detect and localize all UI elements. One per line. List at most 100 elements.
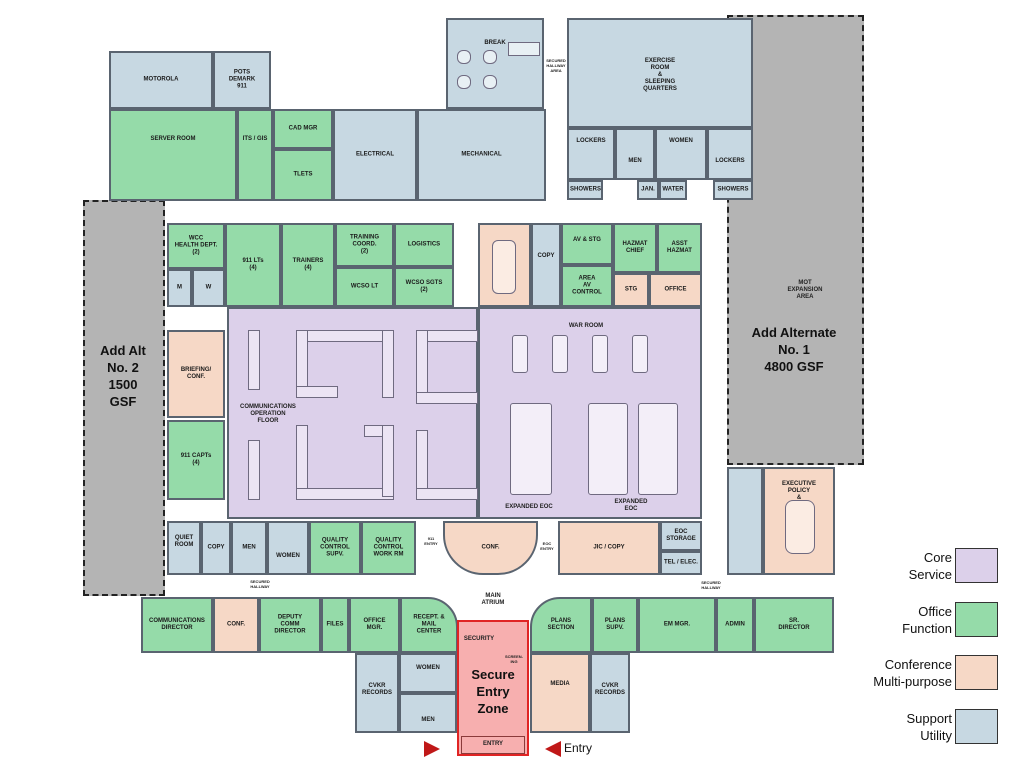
add-alternate-1-label: Add Alternate No. 1 4800 GSF — [751, 325, 837, 374]
room-sr-director: SR. DIRECTOR — [754, 597, 834, 653]
secured-hallway-top-label: SECURED HALLWAY AREA — [546, 58, 566, 73]
legend-swatch — [955, 655, 998, 690]
room-area-av-control: AREA AV CONTROL — [561, 265, 613, 307]
room-deputy-comm-director: DEPUTY COMM DIRECTOR — [259, 597, 321, 653]
room-support-strip — [727, 467, 763, 575]
war-room-table — [512, 335, 528, 373]
room-911-lts: 911 LTs (4) — [225, 223, 281, 307]
secure-entry-zone-label: Secure Entry Zone — [471, 667, 515, 716]
room-mechanical: MECHANICAL — [417, 109, 546, 201]
room-asst-hazmat: ASST HAZMAT — [657, 223, 702, 273]
entry-arrow-right — [545, 741, 561, 757]
room-wcso-lt: WCSO LT — [335, 267, 394, 307]
eoc-table — [510, 403, 552, 495]
room-media: MEDIA — [530, 653, 590, 733]
room-showers-left: SHOWERS — [567, 180, 603, 200]
eoc-entry-label: EOC ENTRY — [540, 541, 554, 551]
secured-hallway-left-label: SECURED HALLWAY — [250, 579, 270, 589]
room-women-mid: WOMEN — [267, 521, 309, 575]
break-table — [457, 75, 471, 89]
room-cvkr-records-left: CVKR RECORDS — [355, 653, 399, 733]
dispatch-console — [248, 440, 260, 500]
room-exercise-sleeping: EXERCISE ROOM & SLEEPING QUARTERS — [567, 18, 753, 128]
room-briefing-conf: BRIEFING/ CONF. — [167, 330, 225, 418]
room-water: WATER — [659, 180, 687, 200]
room-conf-bottom: CONF. — [213, 597, 259, 653]
room-files: FILES — [321, 597, 349, 653]
main-atrium-label: MAIN ATRIUM — [481, 593, 505, 606]
war-room-table — [552, 335, 568, 373]
room-server: SERVER ROOM — [109, 109, 237, 201]
dispatch-console — [296, 330, 394, 342]
communications-operation-floor — [227, 307, 478, 519]
room-quiet: QUIET ROOM — [167, 521, 201, 575]
legend-label: Conference Multi-purpose — [873, 657, 952, 689]
room-lockers-right: LOCKERS — [707, 128, 753, 180]
room-pots-demark: POTS DEMARK 911 — [213, 51, 271, 109]
room-showers-right: SHOWERS — [713, 180, 753, 200]
expanded-eoc-label-right: EXPANDED EOC — [614, 499, 648, 512]
room-entry — [461, 736, 525, 754]
entry-911-label: 911 ENTRY — [424, 536, 438, 546]
room-trainers: TRAINERS (4) — [281, 223, 335, 307]
dispatch-console — [416, 488, 478, 500]
break-counter — [508, 42, 540, 56]
room-entry-label: ENTRY — [482, 741, 504, 747]
war-room-table — [632, 335, 648, 373]
room-men-top: MEN — [615, 128, 655, 180]
eoc-table — [638, 403, 678, 495]
entry-arrow-left — [424, 741, 440, 757]
room-plans-section: PLANS SECTION — [530, 597, 592, 653]
room-electrical: ELECTRICAL — [333, 109, 417, 201]
room-wcso-sgts: WCSO SGTS (2) — [394, 267, 454, 307]
room-cad-mgr: CAD MGR — [273, 109, 333, 149]
room-cvkr-records-right: CVKR RECORDS — [590, 653, 630, 733]
room-lockers-left: LOCKERS — [567, 128, 615, 180]
room-restroom-w: W — [192, 269, 225, 307]
room-logistics: LOGISTICS — [394, 223, 454, 267]
conf-table — [492, 240, 516, 294]
room-training-coord: TRAINING COORD. (2) — [335, 223, 394, 267]
room-eoc-storage: EOC STORAGE — [660, 521, 702, 551]
room-women-top: WOMEN — [655, 128, 707, 180]
legend-label: Support Utility — [906, 711, 952, 743]
dispatch-console — [382, 330, 394, 398]
room-communications-director: COMMUNICATIONS DIRECTOR — [141, 597, 213, 653]
add-alternate-2-area — [83, 200, 165, 596]
eoc-table — [588, 403, 628, 495]
add-alternate-2-label: Add Alt No. 2 1500 GSF — [100, 343, 146, 409]
room-tlets: TLETS — [273, 149, 333, 201]
legend-label: Office Function — [902, 604, 952, 636]
war-room-table — [592, 335, 608, 373]
room-jic-copy: JIC / COPY — [558, 521, 660, 575]
legend-swatch — [955, 709, 998, 744]
room-women-bottom: WOMEN — [399, 653, 457, 693]
dispatch-console — [248, 330, 260, 390]
dispatch-console — [296, 386, 338, 398]
room-em-mgr: EM MGR. — [638, 597, 716, 653]
break-table — [457, 50, 471, 64]
secured-hallway-right-label: SECURED HALLWAY — [701, 580, 721, 590]
comm-floor-label: COMMUNICATIONS OPERATION FLOOR — [240, 404, 296, 424]
dispatch-console — [382, 425, 394, 497]
room-recept-mail: RECEPT. & MAIL CENTER — [400, 597, 458, 653]
room-its-gis: ITS / GIS — [237, 109, 273, 201]
room-janitor: JAN. — [637, 180, 659, 200]
room-conf-mid: CONF. — [443, 521, 538, 575]
room-restroom-m: M — [167, 269, 192, 307]
room-motorola: MOTOROLA — [109, 51, 213, 109]
expanded-eoc-label-left: EXPANDED EOC — [505, 504, 553, 510]
room-wcc-health: WCC HEALTH DEPT. (2) — [167, 223, 225, 269]
break-table — [483, 75, 497, 89]
room-office-right: OFFICE — [649, 273, 702, 307]
room-tel-elec: TEL / ELEC. — [660, 551, 702, 575]
room-men-bottom: MEN — [399, 693, 457, 733]
dispatch-console — [296, 425, 308, 497]
room-men-mid: MEN — [231, 521, 267, 575]
break-table — [483, 50, 497, 64]
legend-swatch — [955, 602, 998, 637]
legend-label: Core Service — [908, 550, 952, 582]
room-911-capts: 911 CAPTs (4) — [167, 420, 225, 500]
exec-conf-table — [785, 500, 815, 554]
room-av-stg: AV & STG — [561, 223, 613, 265]
